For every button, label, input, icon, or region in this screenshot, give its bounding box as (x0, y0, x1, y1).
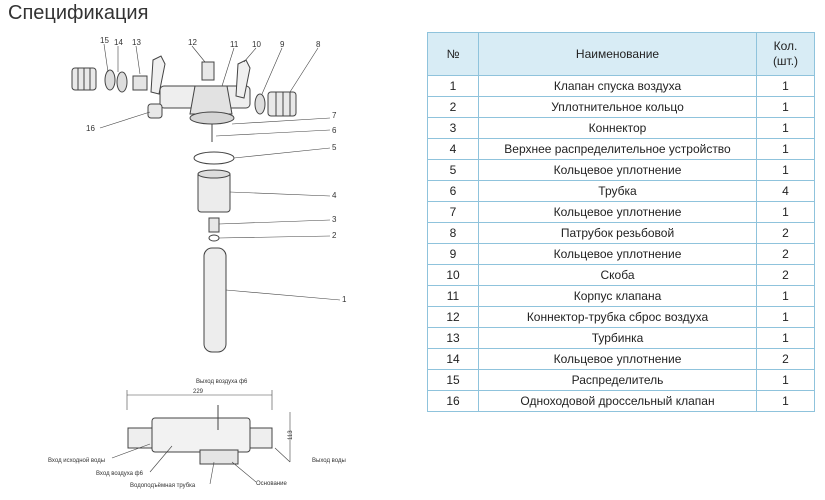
cell-qty: 2 (756, 222, 815, 244)
cell-name: Кольцевое уплотнение (478, 201, 757, 223)
label-water-inlet: Вход исходной воды (48, 457, 105, 464)
cell-qty: 1 (756, 306, 815, 328)
cell-qty: 1 (756, 117, 815, 139)
cell-num: 12 (427, 306, 479, 328)
header-qty: Кол.(шт.) (756, 32, 815, 76)
cell-name: Уплотнительное кольцо (478, 96, 757, 118)
callout-6: 6 (332, 126, 337, 135)
cell-name: Корпус клапана (478, 285, 757, 307)
cell-qty: 4 (756, 180, 815, 202)
callout-12: 12 (188, 38, 197, 47)
callout-4: 4 (332, 191, 337, 200)
cell-name: Кольцевое уплотнение (478, 243, 757, 265)
cell-num: 4 (427, 138, 479, 160)
cell-num: 10 (427, 264, 479, 286)
cell-qty: 2 (756, 264, 815, 286)
cell-name: Коннектор (478, 117, 757, 139)
cell-name: Одноходовой дроссельный клапан (478, 390, 757, 412)
cell-qty: 1 (756, 201, 815, 223)
cell-num: 7 (427, 201, 479, 223)
callout-5: 5 (332, 143, 337, 152)
callout-9: 9 (280, 40, 285, 49)
callout-8: 8 (316, 40, 321, 49)
cell-name: Верхнее распределительное устройство (478, 138, 757, 160)
page-title: Спецификация (8, 2, 149, 24)
label-lift-tube: Водоподъёмная трубка (130, 483, 196, 489)
dimension-labels: Выход воздуха ф6 229 113 Вход исходной в… (48, 379, 346, 489)
cell-num: 11 (427, 285, 479, 307)
cell-name: Кольцевое уплотнение (478, 348, 757, 370)
dimension-height: 113 (288, 430, 294, 440)
cell-qty: 2 (756, 243, 815, 265)
callout-3: 3 (332, 215, 337, 224)
callout-1: 1 (342, 295, 347, 304)
cell-qty: 1 (756, 390, 815, 412)
cell-qty: 1 (756, 285, 815, 307)
table-header-row: № Наименование Кол.(шт.) (427, 32, 815, 76)
cell-qty: 1 (756, 159, 815, 181)
cell-qty: 1 (756, 75, 815, 97)
callout-10: 10 (252, 40, 261, 49)
callout-7: 7 (332, 111, 337, 120)
cell-qty: 1 (756, 327, 815, 349)
exploded-assembly-drawing: 15 14 13 12 11 10 9 8 16 7 6 5 4 3 2 1 В… (48, 36, 347, 489)
label-base: Основание (256, 481, 287, 487)
cell-name: Распределитель (478, 369, 757, 391)
cell-num: 9 (427, 243, 479, 265)
callout-11: 11 (230, 40, 239, 49)
cell-qty: 1 (756, 138, 815, 160)
header-name: Наименование (478, 32, 757, 76)
cell-num: 8 (427, 222, 479, 244)
label-air-inlet: Вход воздуха ф6 (96, 471, 144, 477)
callout-13: 13 (132, 38, 141, 47)
callout-16: 16 (86, 124, 95, 133)
label-air-outlet-top: Выход воздуха ф6 (196, 379, 248, 385)
cell-name: Коннектор-трубка сброс воздуха (478, 306, 757, 328)
callout-15: 15 (100, 36, 109, 45)
cell-num: 5 (427, 159, 479, 181)
cell-num: 3 (427, 117, 479, 139)
callout-2: 2 (332, 231, 337, 240)
dimension-width: 229 (193, 389, 204, 395)
cell-qty: 2 (756, 348, 815, 370)
cell-num: 15 (427, 369, 479, 391)
drawing-callouts: 15 14 13 12 11 10 9 8 16 7 6 5 4 3 2 1 (86, 36, 347, 304)
cell-qty: 1 (756, 96, 815, 118)
cell-name: Патрубок резьбовой (478, 222, 757, 244)
header-num: № (427, 32, 479, 76)
cell-num: 16 (427, 390, 479, 412)
cell-name: Кольцевое уплотнение (478, 159, 757, 181)
callout-14: 14 (114, 38, 123, 47)
cell-num: 1 (427, 75, 479, 97)
cell-name: Клапан спуска воздуха (478, 75, 757, 97)
cell-name: Скоба (478, 264, 757, 286)
label-water-outlet: Выход воды (312, 458, 346, 464)
cell-name: Турбинка (478, 327, 757, 349)
cell-num: 13 (427, 327, 479, 349)
cell-name: Трубка (478, 180, 757, 202)
cell-qty: 1 (756, 369, 815, 391)
cell-num: 14 (427, 348, 479, 370)
cell-num: 6 (427, 180, 479, 202)
cell-num: 2 (427, 96, 479, 118)
